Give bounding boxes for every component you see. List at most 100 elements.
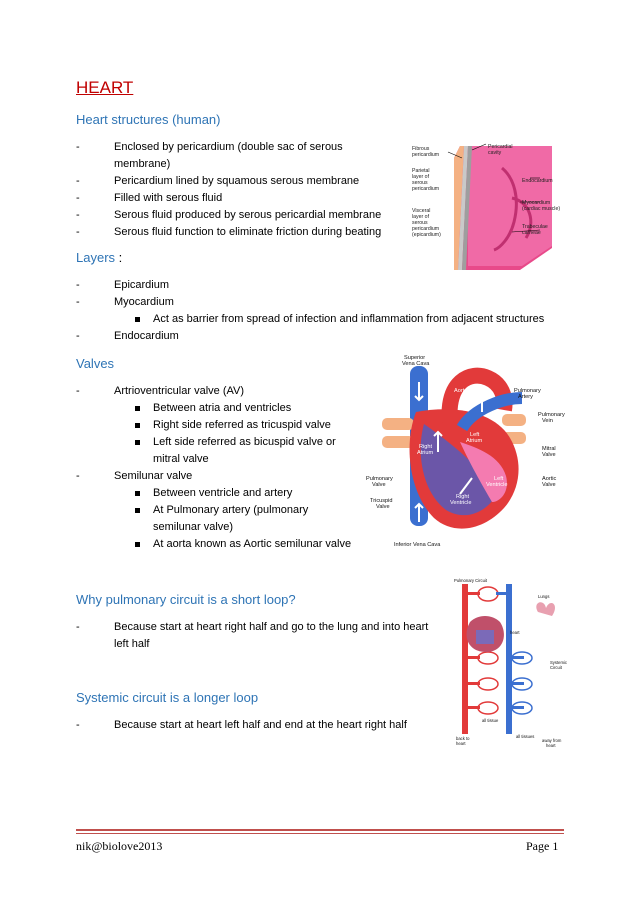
fig-label: Myocardium	[522, 200, 550, 206]
fig-label: all tissues	[516, 734, 534, 739]
fig-label: Inferior Vena Cava	[394, 542, 441, 548]
fig-label: Lungs	[538, 594, 549, 599]
list-item: -Because start at heart left half and en…	[76, 719, 407, 731]
sub-list-item-continuation: mitral valve	[153, 453, 209, 465]
structures-list: -Enclosed by pericardium (double sac of …	[76, 139, 396, 241]
footer-page-number: Page 1	[526, 839, 559, 853]
valves-list: -Artrioventricular valve (AV) Between at…	[76, 383, 366, 553]
fig-label: Vena Cava	[402, 361, 430, 367]
fig-label: Pericardial	[488, 144, 513, 150]
fig-label: Atrium	[466, 438, 483, 444]
fig-label: heart	[546, 743, 556, 748]
fig-label: heart	[456, 741, 466, 746]
list-item: -Endocardium	[76, 330, 179, 342]
list-item-continuation: left half	[114, 638, 150, 650]
list-item: -Serous fluid function to eliminate fric…	[76, 226, 382, 238]
list-item: -Enclosed by pericardium (double sac of …	[76, 141, 343, 153]
fig-label: Trabeculae	[522, 224, 548, 230]
fig-label: Endocardium	[522, 178, 553, 184]
circulation-diagram: Pulmonary Circuit Lungs heart Systemic C…	[446, 578, 570, 750]
fig-label: layer of	[412, 174, 430, 180]
fig-label: Left	[470, 432, 480, 438]
pulmonary-list: -Because start at heart right half and g…	[76, 619, 436, 653]
fig-label: (epicardium)	[412, 232, 441, 238]
fig-label: Right	[419, 444, 433, 450]
fig-label: away from	[542, 738, 562, 743]
square-bullet-icon	[135, 491, 140, 496]
fig-label: Pulmonary	[366, 476, 393, 482]
fig-label: Aortic	[542, 476, 557, 482]
fig-label: Valve	[542, 482, 556, 488]
sub-list-item: Between atria and ventricles	[76, 400, 366, 417]
square-bullet-icon	[135, 406, 140, 411]
fig-label: (cardiac muscle)	[522, 206, 560, 212]
list-item: -Serous fluid produced by serous pericar…	[76, 209, 382, 221]
list-item: -Myocardium	[76, 296, 174, 308]
fig-label: Mitral	[542, 446, 556, 452]
systemic-list: -Because start at heart left half and en…	[76, 717, 436, 734]
fig-label: pericardium	[412, 186, 439, 192]
page-title: HEART	[76, 78, 134, 97]
fig-label: heart	[510, 630, 520, 635]
square-bullet-icon	[135, 508, 140, 513]
fig-label: Valve	[372, 482, 386, 488]
sub-list-item: At Pulmonary artery (pulmonary	[76, 502, 366, 519]
list-item: -Pericardium lined by squamous serous me…	[76, 175, 360, 187]
section-heading-pulmonary: Why pulmonary circuit is a short loop?	[76, 592, 296, 607]
square-bullet-icon	[135, 423, 140, 428]
fig-label: Valve	[376, 504, 390, 510]
list-item: -Epicardium	[76, 279, 170, 291]
list-item: -Because start at heart right half and g…	[76, 621, 429, 633]
fig-label: Right	[456, 494, 470, 500]
fig-label: Vein	[542, 418, 553, 424]
list-item-continuation: membrane)	[114, 158, 171, 170]
fig-label: Fibrous	[412, 146, 430, 152]
heart-anatomy-diagram: Superior Vena Cava Aorta Pulmonary Arter…	[364, 352, 566, 552]
list-item: -Artrioventricular valve (AV)	[76, 385, 244, 397]
fig-label: Parietal	[412, 168, 430, 174]
section-heading-systemic: Systemic circuit is a longer loop	[76, 690, 259, 705]
fig-label: Circuit	[550, 665, 563, 670]
sub-list-item-continuation: semilunar valve)	[153, 521, 234, 533]
section-heading-structures: Heart structures (human)	[76, 112, 221, 127]
fig-label: serous	[412, 220, 428, 226]
footer-author: nik@biolove2013	[76, 839, 163, 853]
layers-heading-line: Layers :	[76, 250, 123, 265]
square-bullet-icon	[135, 440, 140, 445]
fig-label: Visceral	[412, 208, 430, 214]
fig-label: cavity	[488, 150, 502, 156]
sub-list-item: Right side referred as tricuspid valve	[76, 417, 366, 434]
fig-label: Ventricle	[450, 500, 471, 506]
sub-list-item: At aorta known as Aortic semilunar valve	[76, 536, 366, 553]
fig-label: serous	[412, 180, 428, 186]
footer-rule	[76, 829, 564, 831]
fig-label: Atrium	[417, 450, 434, 456]
section-heading-layers: Layers	[76, 250, 116, 265]
fig-label: Ventricle	[486, 482, 507, 488]
fig-label: Pulmonary	[538, 412, 565, 418]
fig-label: all tissue	[482, 718, 499, 723]
fig-label: Superior	[404, 355, 425, 361]
list-item: -Semilunar valve	[76, 470, 193, 482]
square-bullet-icon	[135, 542, 140, 547]
fig-label: pericardium	[412, 152, 439, 158]
fig-label: Pulmonary	[514, 388, 541, 394]
fig-label: Aorta	[454, 388, 468, 394]
fig-label: Pulmonary Circuit	[454, 578, 488, 583]
square-bullet-icon	[135, 317, 140, 322]
fig-label: back to	[456, 736, 470, 741]
fig-label: pericardium	[412, 226, 439, 232]
section-heading-valves: Valves	[76, 356, 115, 371]
pericardium-diagram: Fibrous pericardium Parietal layer of se…	[402, 138, 564, 274]
layers-list: -Epicardium -Myocardium Act as barrier f…	[76, 277, 566, 345]
fig-label: Systemic	[550, 660, 567, 665]
fig-label: Left	[494, 476, 504, 482]
fig-label: Tricuspid	[370, 498, 392, 504]
fig-label: carneae	[522, 230, 541, 236]
fig-label: Valve	[542, 452, 556, 458]
fig-label: Artery	[518, 394, 533, 400]
list-item: -Filled with serous fluid	[76, 192, 223, 204]
sub-list-item: Act as barrier from spread of infection …	[76, 311, 566, 328]
sub-list-item: Between ventricle and artery	[76, 485, 366, 502]
fig-label: layer of	[412, 214, 430, 220]
